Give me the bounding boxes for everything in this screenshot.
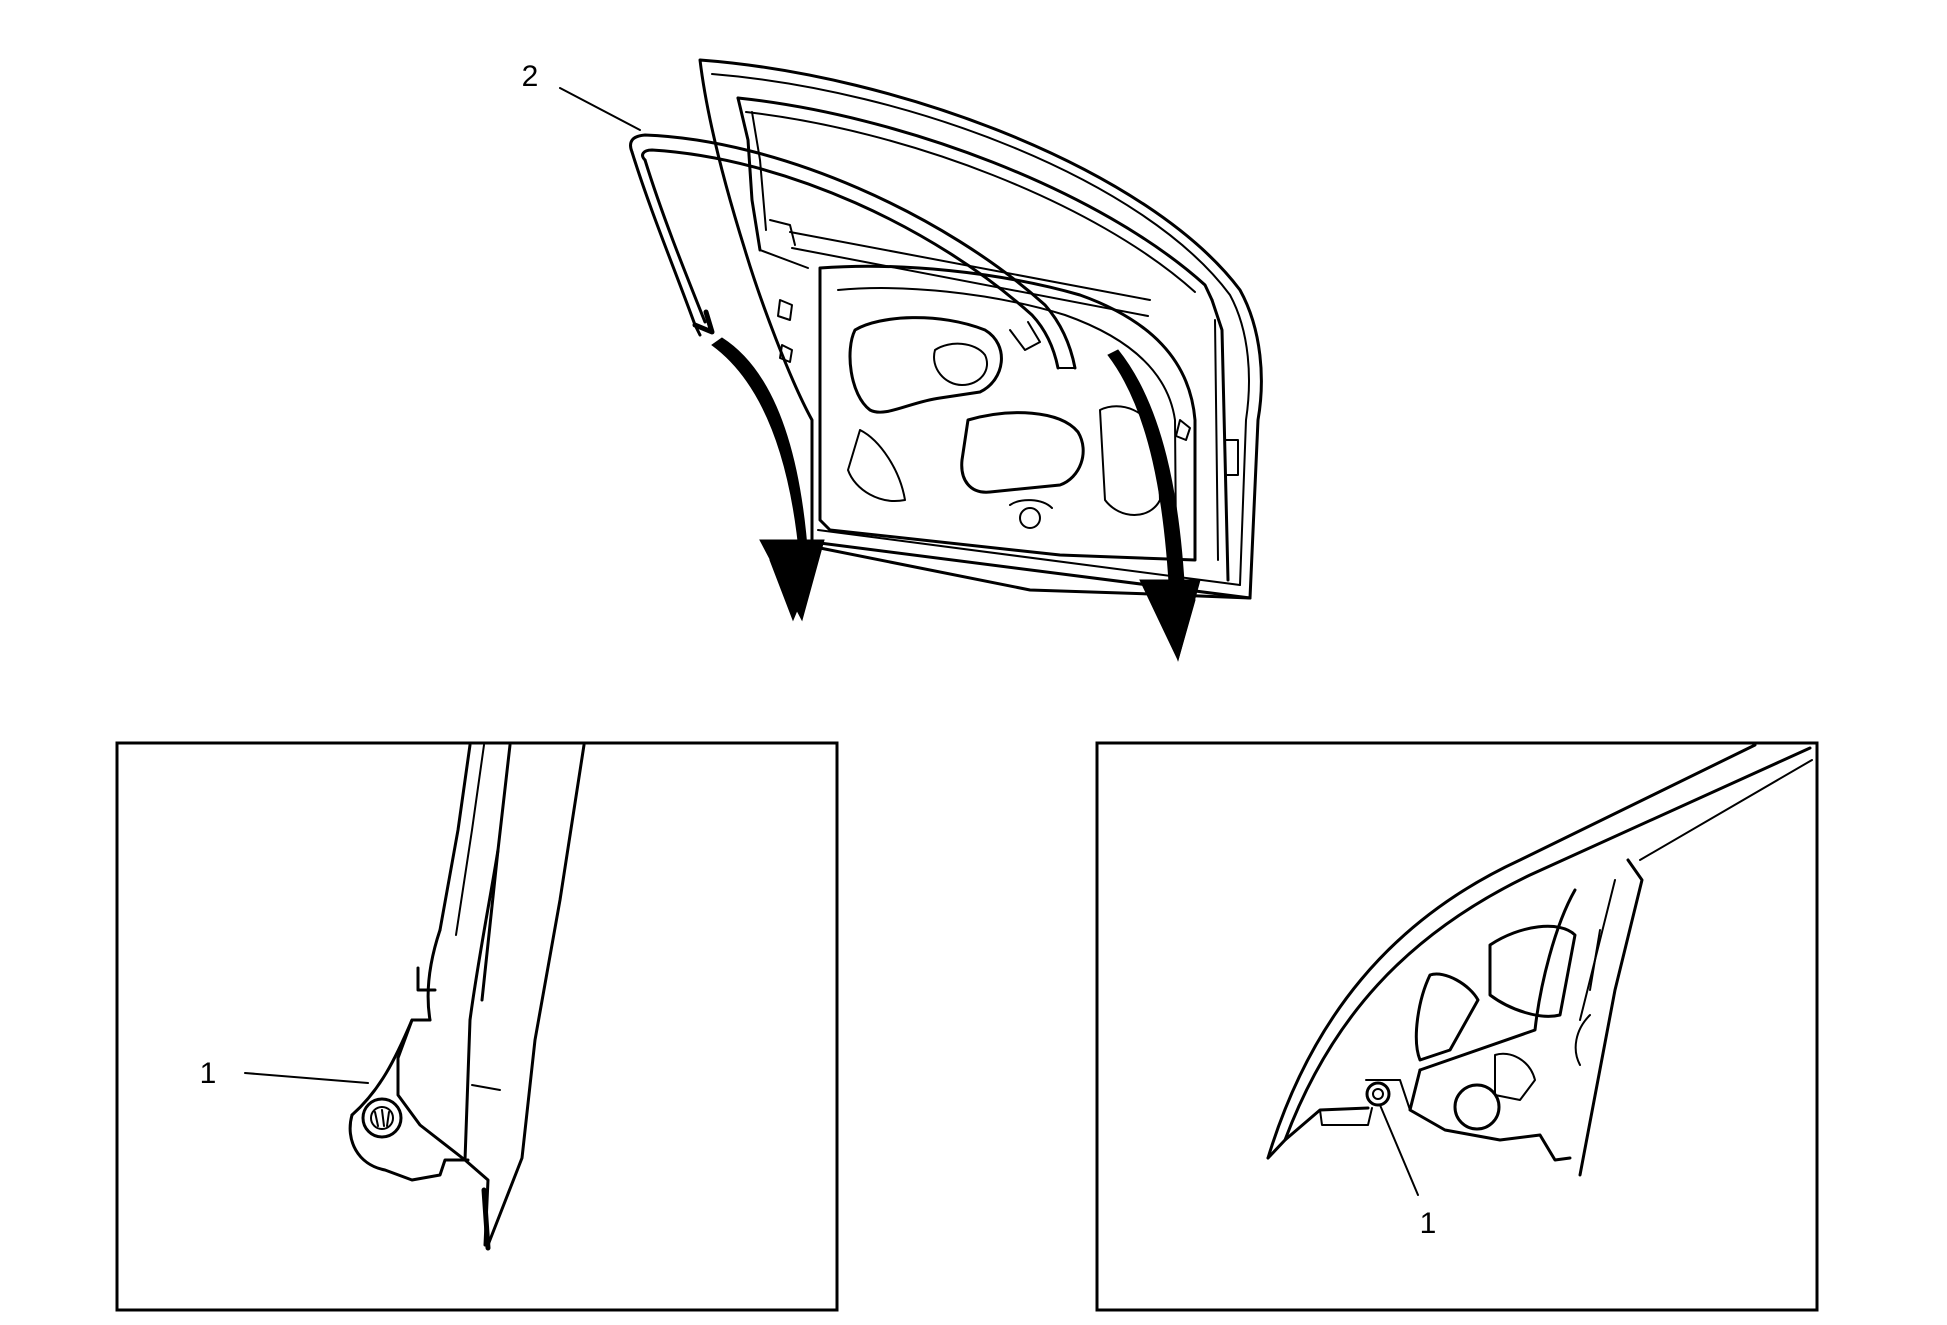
- fastener-right: [1365, 1081, 1391, 1107]
- arrow-left: [711, 337, 825, 622]
- callout-1-left-label: 1: [200, 1057, 217, 1090]
- weatherstrip: [629, 133, 1077, 370]
- callout-1-right-label: 1: [1420, 1207, 1437, 1240]
- fastener-left: [361, 1097, 403, 1139]
- callout-1-left-leader: [244, 1072, 369, 1084]
- callout-2: 2: [522, 60, 641, 131]
- arrow-right: [1107, 349, 1201, 662]
- detail-frame-left: [115, 741, 839, 1312]
- callout-2-leader: [559, 87, 641, 131]
- callout-1-right-leader: [1379, 1104, 1419, 1196]
- callout-2-label: 2: [522, 60, 539, 93]
- detail-panel-left: 1: [115, 741, 839, 1312]
- detail-panel-right: 1: [1095, 741, 1819, 1312]
- detail-frame-right: [1095, 741, 1819, 1312]
